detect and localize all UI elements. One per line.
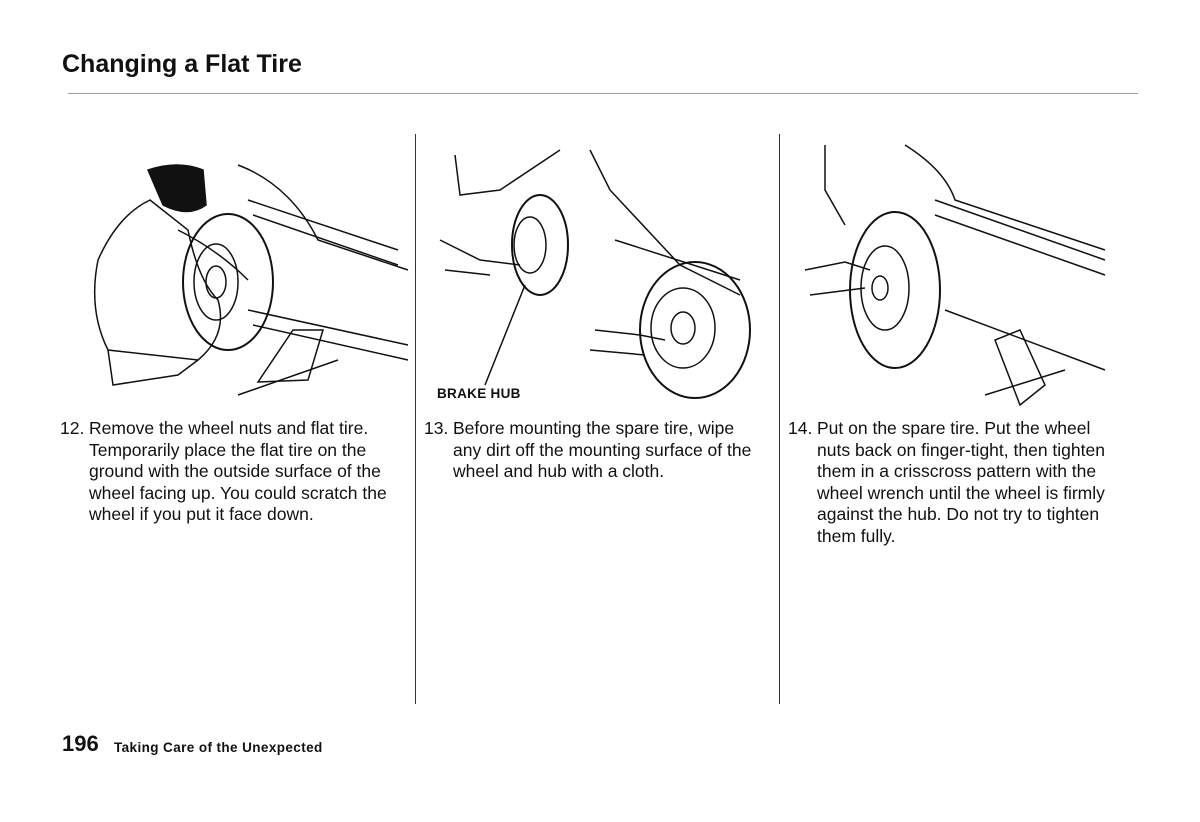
step-13: 13. Before mounting the spare tire, wipe… bbox=[424, 418, 764, 483]
step-number: 14. bbox=[788, 418, 813, 438]
section-title: Taking Care of the Unexpected bbox=[114, 740, 323, 755]
step-text: Put on the spare tire. Put the wheel nut… bbox=[817, 418, 1105, 546]
page-number: 196 bbox=[62, 731, 99, 756]
clean-hub-illustration bbox=[439, 149, 751, 399]
remove-flat-tire-illustration bbox=[93, 164, 409, 396]
step-12: 12. Remove the wheel nuts and flat tire.… bbox=[60, 418, 410, 526]
header-rule bbox=[68, 93, 1138, 94]
column-divider-1 bbox=[415, 134, 416, 704]
step-14: 14. Put on the spare tire. Put the wheel… bbox=[788, 418, 1128, 547]
step-number: 13. bbox=[424, 418, 449, 438]
column-divider-2 bbox=[779, 134, 780, 704]
mount-spare-tire-illustration bbox=[804, 144, 1106, 407]
step-text: Before mounting the spare tire, wipe any… bbox=[453, 418, 752, 481]
step-number: 12. bbox=[60, 418, 85, 438]
page-title: Changing a Flat Tire bbox=[62, 50, 302, 78]
brake-hub-callout: BRAKE HUB bbox=[437, 386, 521, 401]
step-text: Remove the wheel nuts and flat tire. Tem… bbox=[89, 418, 387, 524]
